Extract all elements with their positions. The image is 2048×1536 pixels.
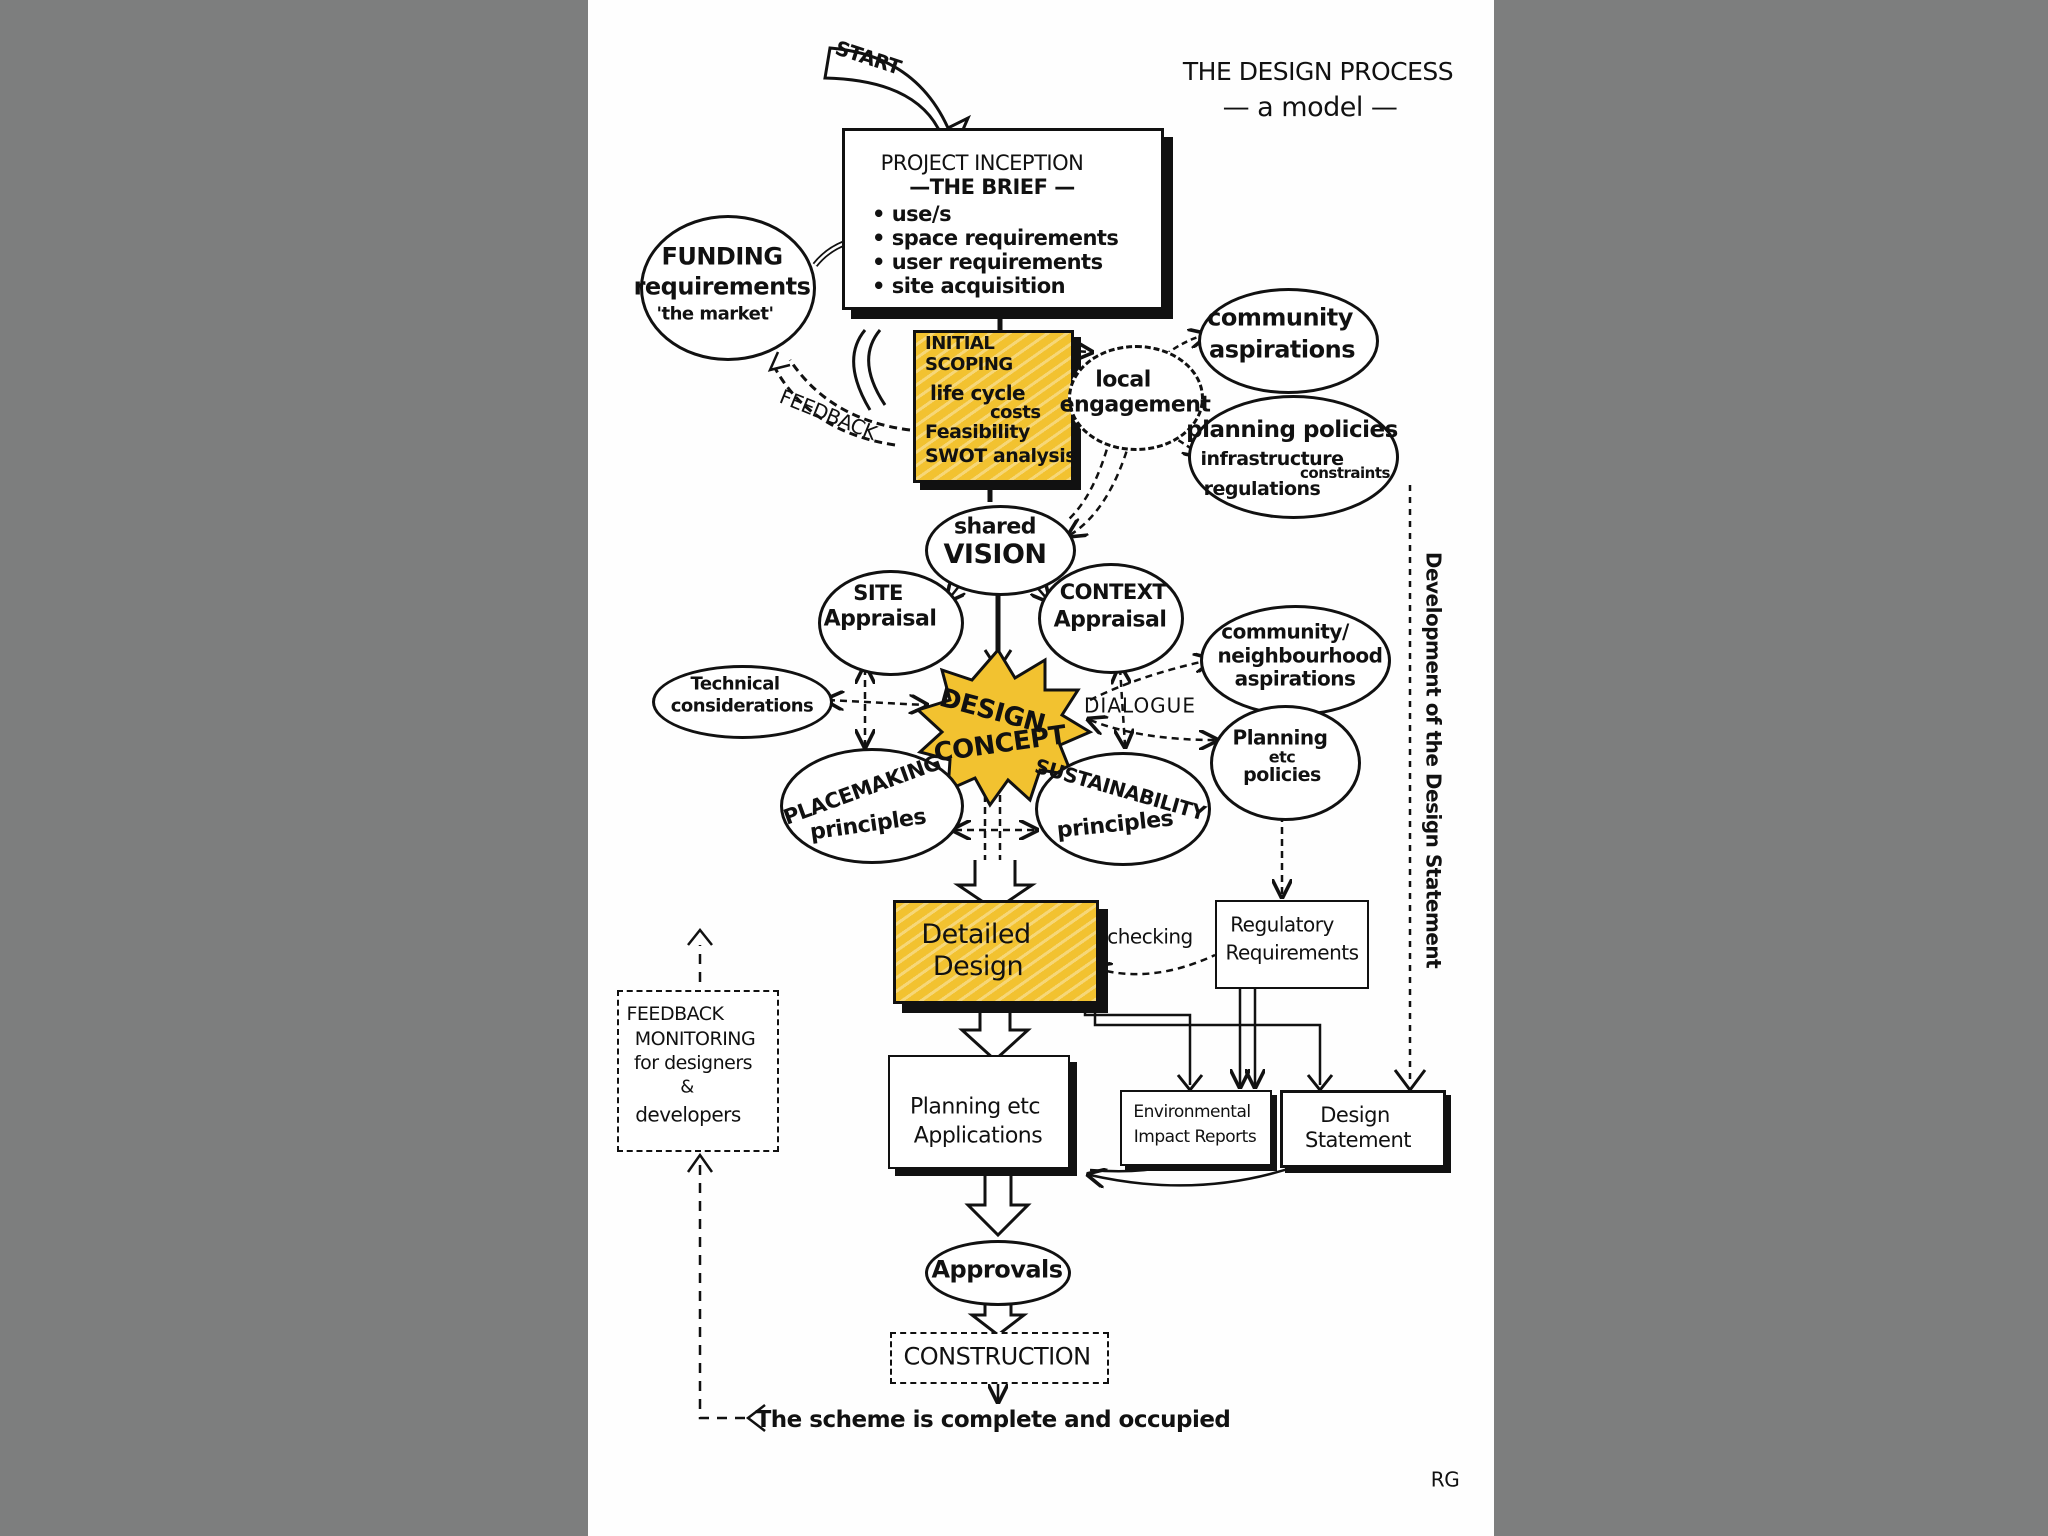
scoping-line2: SCOPING — [925, 354, 1013, 375]
signature: RG — [1430, 1467, 1460, 1492]
diagram-subtitle: — a model — — [1222, 91, 1398, 123]
list-item: use/s — [872, 202, 1118, 226]
planning-applications-line1: Planning etc — [909, 1094, 1041, 1120]
planning-applications-line2: Applications — [913, 1123, 1043, 1149]
community-aspirations-ellipse — [1198, 288, 1379, 394]
feedback-monitoring-line2: MONITORING — [634, 1028, 756, 1051]
scoping-line4: costs — [990, 402, 1041, 423]
scoping-line3: life cycle — [930, 381, 1026, 405]
local-engagement-line2: engagement — [1059, 392, 1211, 418]
planning-policies-line1: planning policies — [1186, 416, 1398, 443]
placemaking-ellipse — [780, 748, 964, 864]
detailed-design-line1: Detailed — [921, 918, 1031, 950]
local-engagement-line1: local — [1095, 367, 1151, 393]
shared-vision-line1: shared — [953, 514, 1037, 540]
planning-policies-ellipse — [1188, 395, 1399, 519]
list-item: user requirements — [872, 250, 1118, 274]
sustainability-ellipse — [1035, 752, 1211, 866]
feedback-monitoring-line1: FEEDBACK — [626, 1003, 725, 1026]
feedback-monitoring-line3: for designers — [633, 1052, 753, 1075]
approvals-label: Approvals — [931, 1255, 1063, 1284]
site-appraisal-line1: SITE — [853, 580, 903, 605]
context-appraisal-ellipse — [1038, 563, 1184, 674]
technical-line2: considerations — [670, 695, 814, 717]
planning-policies-line2: infrastructure — [1200, 448, 1344, 471]
development-statement-label: Development of the Design Statement — [1421, 551, 1446, 969]
inception-items: use/s space requirements user requiremen… — [872, 202, 1119, 298]
funding-line2: requirements — [633, 272, 811, 301]
planning-applications-box — [888, 1055, 1070, 1169]
site-appraisal-line2: Appraisal — [823, 606, 937, 632]
approvals-ellipse — [925, 1240, 1071, 1306]
design-statement-line1: Design — [1320, 1102, 1390, 1127]
list-item: space requirements — [872, 226, 1119, 250]
funding-line3: 'the market' — [656, 303, 775, 325]
community-aspirations-line2: aspirations — [1209, 335, 1355, 364]
context-appraisal-line2: Appraisal — [1053, 607, 1167, 633]
list-item: site acquisition — [872, 274, 1118, 298]
community-neighbourhood-line3: aspirations — [1234, 666, 1356, 691]
scoping-line6: SWOT analysis — [925, 445, 1077, 467]
detailed-design-box — [893, 900, 1099, 1004]
funding-line1: FUNDING — [661, 242, 783, 271]
construction-label: CONSTRUCTION — [903, 1342, 1091, 1371]
planning-etc-line2: etc — [1268, 747, 1296, 767]
feedback-monitoring-line4: & — [680, 1076, 694, 1098]
community-neighbourhood-line2: neighbourhood — [1217, 643, 1383, 668]
planning-etc-policies-ellipse — [1210, 705, 1361, 821]
environmental-line1: Environmental — [1133, 1102, 1251, 1123]
diagram-title: THE DESIGN PROCESS — [1182, 56, 1454, 86]
community-aspirations-line1: community — [1207, 303, 1353, 332]
shared-vision-line2: VISION — [943, 538, 1047, 570]
feedback-monitoring-box — [617, 990, 779, 1152]
feedback-monitoring-line5: developers — [635, 1102, 741, 1127]
environmental-line2: Impact Reports — [1133, 1127, 1257, 1148]
initial-scoping-box — [913, 330, 1074, 483]
community-neighbourhood-line1: community/ — [1221, 619, 1349, 644]
planning-policies-line3: constraints — [1300, 464, 1390, 483]
technical-line1: Technical — [690, 673, 780, 695]
inception-heading: PROJECT INCEPTION — [880, 150, 1084, 175]
checking-label: checking — [1107, 924, 1193, 949]
site-appraisal-ellipse — [818, 570, 964, 676]
scoping-line1: INITIAL — [925, 333, 995, 354]
design-concept-starburst — [915, 647, 1094, 808]
planning-etc-line3: policies — [1243, 764, 1321, 787]
scoping-line5: Feasibility — [925, 421, 1030, 443]
detailed-design-line2: Design — [932, 950, 1024, 982]
design-statement-line2: Statement — [1304, 1127, 1412, 1152]
technical-considerations-ellipse — [652, 665, 833, 739]
context-appraisal-line1: CONTEXT — [1059, 579, 1167, 604]
shared-vision-ellipse — [925, 505, 1076, 596]
regulatory-line2: Requirements — [1225, 940, 1359, 965]
planning-etc-line1: Planning — [1232, 725, 1328, 750]
complete-label: The scheme is complete and occupied — [755, 1406, 1231, 1433]
regulatory-requirements-box — [1215, 900, 1369, 989]
design-statement-box — [1280, 1090, 1446, 1168]
feedback-arrow — [788, 359, 911, 432]
construction-box — [890, 1332, 1109, 1384]
local-engagement-ellipse — [1068, 345, 1204, 451]
planning-policies-line4: regulations — [1203, 478, 1321, 501]
funding-ellipse — [640, 215, 816, 361]
regulatory-line1: Regulatory — [1230, 912, 1334, 937]
dialogue-label: DIALOGUE — [1084, 693, 1196, 718]
inception-subheading: —THE BRIEF — — [909, 174, 1075, 199]
environmental-reports-box — [1120, 1090, 1272, 1166]
